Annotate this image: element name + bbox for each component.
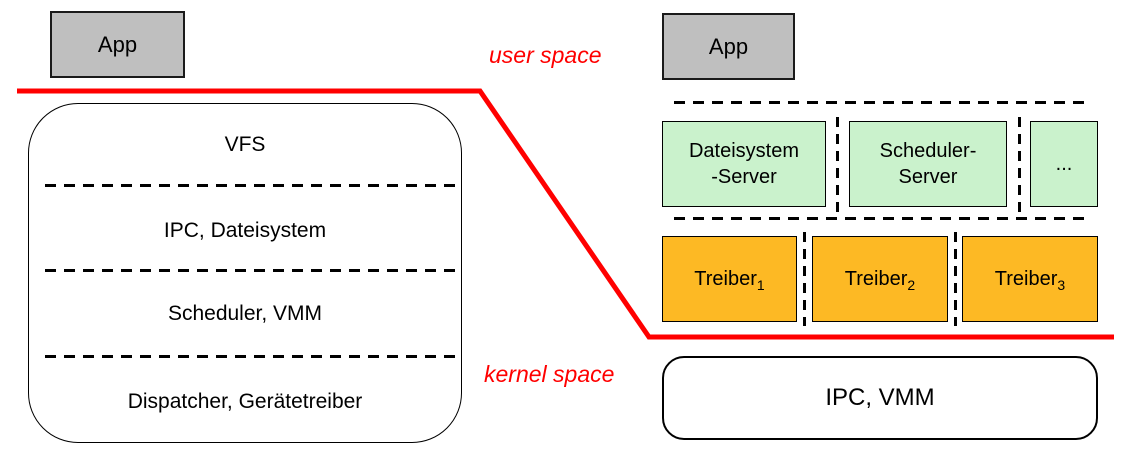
server-box-dateisystem: Dateisystem -Server bbox=[662, 121, 826, 207]
kernel-layer-vfs: VFS bbox=[224, 133, 266, 156]
server-separator-2 bbox=[1018, 117, 1021, 212]
layer-divider-1 bbox=[45, 184, 455, 187]
driver-label: Treiber3 bbox=[994, 267, 1066, 293]
user-space-label: user space bbox=[489, 42, 602, 68]
monolithic-kernel-box bbox=[28, 103, 462, 443]
server-ellipsis-label: ... bbox=[1055, 153, 1073, 175]
layer-divider-2 bbox=[45, 269, 455, 272]
driver-box-1: Treiber1 bbox=[662, 236, 797, 322]
monolithic-app-box: App bbox=[50, 11, 185, 78]
server-label-line: Scheduler- bbox=[879, 140, 977, 162]
kernel-layer-ipc-dateisystem: IPC, Dateisystem bbox=[163, 219, 327, 242]
driver-label-subscript: 2 bbox=[907, 276, 916, 293]
server-label-line: Server bbox=[898, 166, 958, 188]
microkernel-app-label: App bbox=[708, 33, 749, 59]
driver-label-base: Treiber bbox=[994, 267, 1058, 290]
micro-dashed-line-top bbox=[674, 101, 1091, 104]
driver-label-subscript: 3 bbox=[1057, 276, 1066, 293]
microkernel-kernel-box: IPC, VMM bbox=[662, 356, 1098, 440]
driver-label-subscript: 1 bbox=[756, 276, 765, 293]
server-label-line: -Server bbox=[711, 166, 777, 188]
server-box-ellipsis: ... bbox=[1030, 121, 1098, 207]
server-box-scheduler: Scheduler- Server bbox=[849, 121, 1007, 207]
layer-divider-3 bbox=[45, 355, 455, 358]
microkernel-app-box: App bbox=[662, 13, 795, 80]
driver-separator-2 bbox=[954, 232, 957, 326]
micro-dashed-line-bottom bbox=[674, 217, 1091, 220]
driver-label: Treiber1 bbox=[694, 267, 765, 293]
monolithic-app-label: App bbox=[97, 31, 138, 57]
server-label-line: Dateisystem bbox=[688, 140, 800, 162]
server-separator-1 bbox=[836, 117, 839, 212]
kernel-space-label: kernel space bbox=[484, 361, 615, 387]
driver-label-base: Treiber bbox=[694, 267, 757, 290]
driver-box-3: Treiber3 bbox=[962, 236, 1098, 322]
kernel-layer-dispatcher-geraetetreiber: Dispatcher, Gerätetreiber bbox=[127, 390, 363, 413]
driver-separator-1 bbox=[803, 232, 806, 326]
driver-label: Treiber2 bbox=[844, 267, 916, 293]
kernel-layer-scheduler-vmm: Scheduler, VMM bbox=[167, 302, 323, 325]
microkernel-kernel-label: IPC, VMM bbox=[825, 384, 935, 411]
driver-box-2: Treiber2 bbox=[812, 236, 948, 322]
driver-label-base: Treiber bbox=[844, 267, 908, 290]
